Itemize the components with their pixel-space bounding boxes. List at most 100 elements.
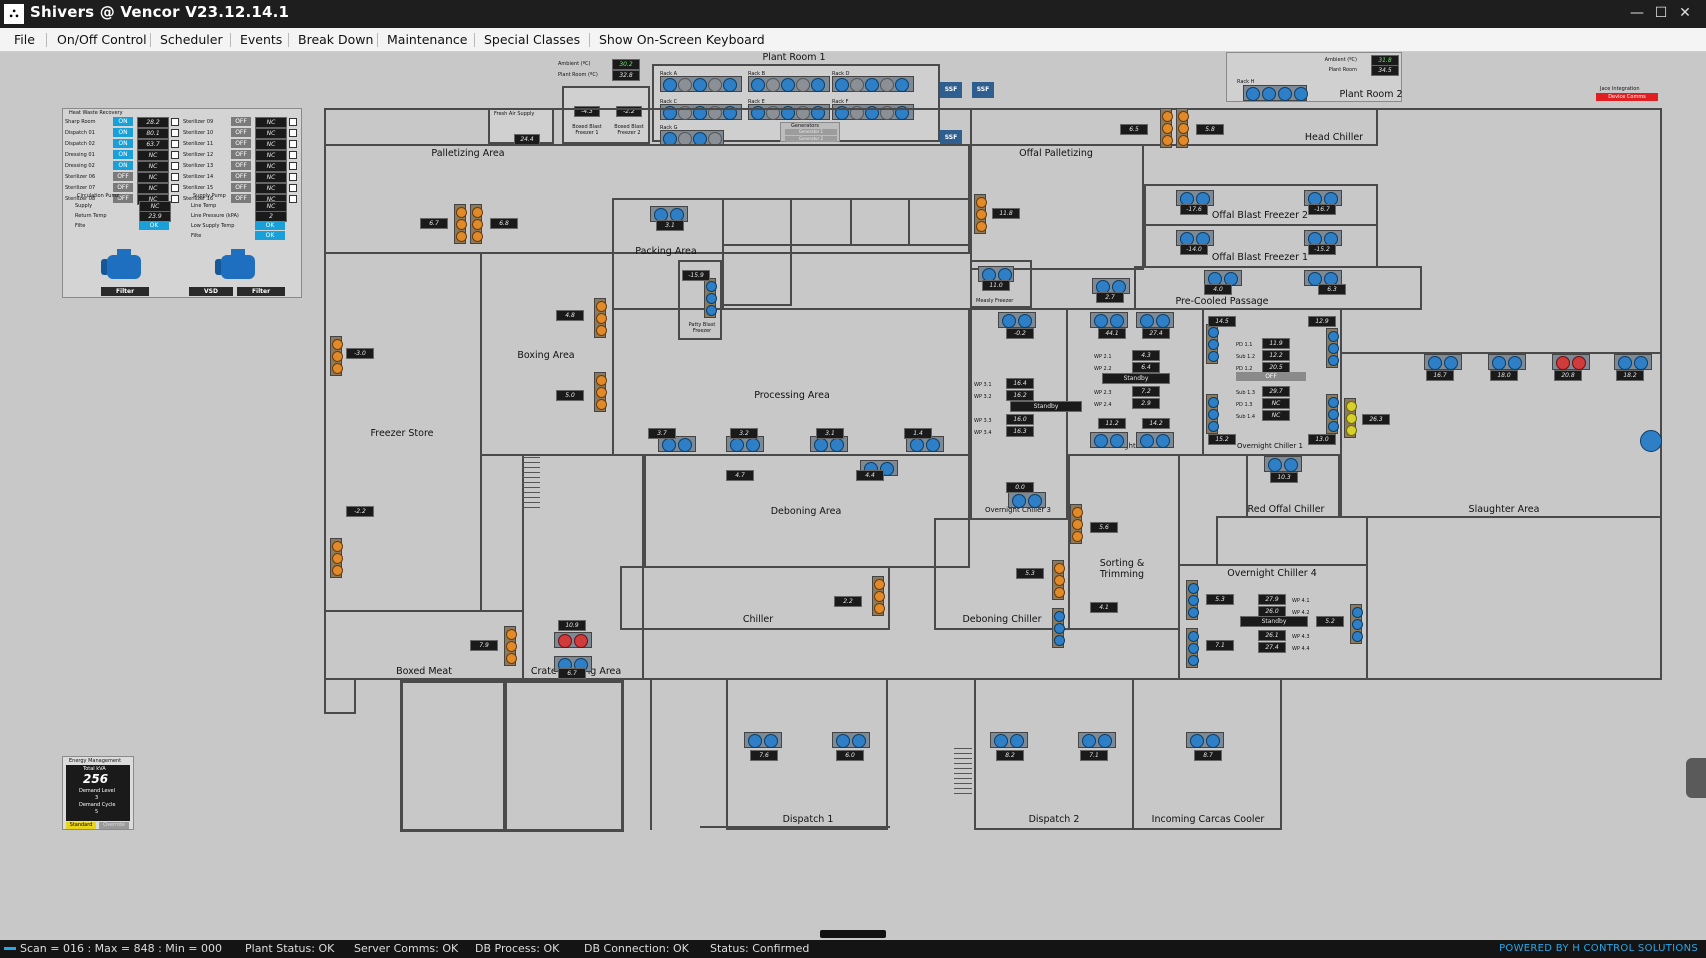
close-button[interactable]: ✕ — [1679, 5, 1691, 21]
evaporator-unit-vertical[interactable] — [1070, 504, 1083, 544]
hwr-checkbox[interactable] — [289, 118, 297, 126]
circulation-pump-motor-icon[interactable] — [101, 249, 147, 283]
evaporator-unit-vertical[interactable] — [872, 576, 885, 616]
evaporator-unit[interactable] — [1488, 354, 1526, 370]
ssf-unit-1[interactable]: SSF — [940, 82, 962, 98]
evaporator-unit-vertical[interactable] — [1326, 394, 1339, 434]
hwr-checkbox[interactable] — [289, 151, 297, 159]
override-mode-button[interactable]: Override — [99, 822, 129, 829]
evaporator-unit[interactable] — [1304, 190, 1342, 206]
evaporator-unit-vertical[interactable] — [594, 298, 607, 338]
evaporator-unit-vertical[interactable] — [1186, 628, 1199, 668]
device-comms-alarm[interactable]: Device Comms — [1596, 93, 1658, 101]
evaporator-unit-vertical[interactable] — [1344, 398, 1357, 438]
evaporator-unit[interactable] — [998, 312, 1036, 328]
hwr-state-toggle[interactable]: ON — [113, 161, 133, 170]
evaporator-unit-vertical[interactable] — [704, 278, 717, 318]
evaporator-unit[interactable] — [1078, 732, 1116, 748]
hwr-state-toggle[interactable]: OFF — [113, 172, 133, 181]
evaporator-unit[interactable] — [1264, 456, 1302, 472]
evaporator-unit[interactable] — [658, 436, 696, 452]
rack-compressor-fans[interactable] — [660, 76, 742, 92]
evaporator-unit-vertical[interactable] — [330, 336, 343, 376]
menu-file[interactable]: File — [14, 32, 35, 47]
rack-h-fans[interactable] — [1243, 85, 1308, 101]
evaporator-unit-vertical[interactable] — [1176, 108, 1189, 148]
evaporator-unit-vertical[interactable] — [1052, 608, 1065, 648]
hwr-checkbox[interactable] — [289, 140, 297, 148]
hwr-state-toggle[interactable]: OFF — [231, 194, 251, 203]
hwr-state-toggle[interactable]: OFF — [231, 128, 251, 137]
supply-pump-motor-icon[interactable] — [215, 249, 261, 283]
ssf-unit-2[interactable]: SSF — [972, 82, 994, 98]
hwr-state-toggle[interactable]: OFF — [231, 117, 251, 126]
evaporator-unit-vertical[interactable] — [470, 204, 483, 244]
hwr-checkbox[interactable] — [171, 151, 179, 159]
evaporator-unit-vertical[interactable] — [1206, 324, 1219, 364]
hwr-checkbox[interactable] — [289, 129, 297, 137]
evaporator-unit[interactable] — [1090, 432, 1128, 448]
evaporator-unit[interactable] — [1008, 492, 1046, 508]
side-panel-toggle-icon[interactable] — [1686, 758, 1706, 798]
evaporator-unit-vertical[interactable] — [1350, 604, 1363, 644]
hwr-checkbox[interactable] — [171, 118, 179, 126]
ssf-unit-3[interactable]: SSF — [940, 130, 962, 146]
menu-show-keyboard[interactable]: Show On-Screen Keyboard — [599, 32, 765, 47]
evaporator-unit[interactable] — [726, 436, 764, 452]
maximize-button[interactable]: ☐ — [1654, 5, 1668, 21]
menu-events[interactable]: Events — [240, 32, 283, 47]
hwr-state-toggle[interactable]: OFF — [113, 183, 133, 192]
rack-compressor-fans[interactable] — [832, 76, 914, 92]
hwr-state-toggle[interactable]: ON — [113, 139, 133, 148]
evaporator-unit[interactable] — [1090, 312, 1128, 328]
evaporator-unit[interactable] — [1136, 312, 1174, 328]
evaporator-unit[interactable] — [1614, 354, 1652, 370]
hwr-checkbox[interactable] — [171, 162, 179, 170]
hwr-checkbox[interactable] — [171, 173, 179, 181]
menu-on-off-control[interactable]: On/Off Control — [57, 32, 147, 47]
hwr-checkbox[interactable] — [289, 195, 297, 203]
hwr-state-toggle[interactable]: ON — [113, 128, 133, 137]
evaporator-unit-vertical[interactable] — [974, 194, 987, 234]
evaporator-unit-vertical[interactable] — [454, 204, 467, 244]
hwr-checkbox[interactable] — [171, 129, 179, 137]
evaporator-unit-vertical[interactable] — [1160, 108, 1173, 148]
evaporator-unit-vertical[interactable] — [1186, 580, 1199, 620]
hwr-state-toggle[interactable]: OFF — [231, 183, 251, 192]
hwr-checkbox[interactable] — [171, 195, 179, 203]
evaporator-unit-vertical[interactable] — [504, 626, 517, 666]
evaporator-unit[interactable] — [1424, 354, 1462, 370]
circulation-filter-button[interactable]: Filter — [101, 287, 149, 296]
evaporator-unit-vertical[interactable] — [1206, 394, 1219, 434]
evaporator-unit[interactable] — [1136, 432, 1174, 448]
menu-break-down[interactable]: Break Down — [298, 32, 374, 47]
hwr-state-toggle[interactable]: ON — [113, 150, 133, 159]
vsd-button[interactable]: VSD — [189, 287, 233, 296]
menu-scheduler[interactable]: Scheduler — [160, 32, 223, 47]
rack-compressor-fans[interactable] — [748, 76, 830, 92]
fan-icon[interactable] — [1640, 430, 1662, 452]
evaporator-unit[interactable] — [832, 732, 870, 748]
evaporator-unit[interactable] — [554, 632, 592, 648]
standard-mode-button[interactable]: Standard — [66, 822, 96, 829]
hwr-state-toggle[interactable]: OFF — [231, 172, 251, 181]
hwr-state-toggle[interactable]: OFF — [231, 161, 251, 170]
generator-1[interactable]: Generator 1 — [785, 129, 837, 135]
evaporator-unit-vertical[interactable] — [330, 538, 343, 578]
bottom-handle-icon[interactable] — [820, 930, 886, 938]
hwr-state-toggle[interactable]: OFF — [231, 150, 251, 159]
evaporator-unit[interactable] — [1186, 732, 1224, 748]
hwr-checkbox[interactable] — [289, 173, 297, 181]
hwr-checkbox[interactable] — [289, 162, 297, 170]
evaporator-unit-vertical[interactable] — [594, 372, 607, 412]
evaporator-unit[interactable] — [990, 732, 1028, 748]
supply-filter-button[interactable]: Filter — [237, 287, 285, 296]
minimize-button[interactable]: — — [1630, 5, 1644, 21]
evaporator-unit[interactable] — [1552, 354, 1590, 370]
hwr-checkbox[interactable] — [171, 184, 179, 192]
evaporator-unit[interactable] — [1304, 270, 1342, 286]
evaporator-unit[interactable] — [810, 436, 848, 452]
hwr-state-toggle[interactable]: OFF — [113, 194, 133, 203]
menu-special-classes[interactable]: Special Classes — [484, 32, 581, 47]
evaporator-unit-vertical[interactable] — [1326, 328, 1339, 368]
